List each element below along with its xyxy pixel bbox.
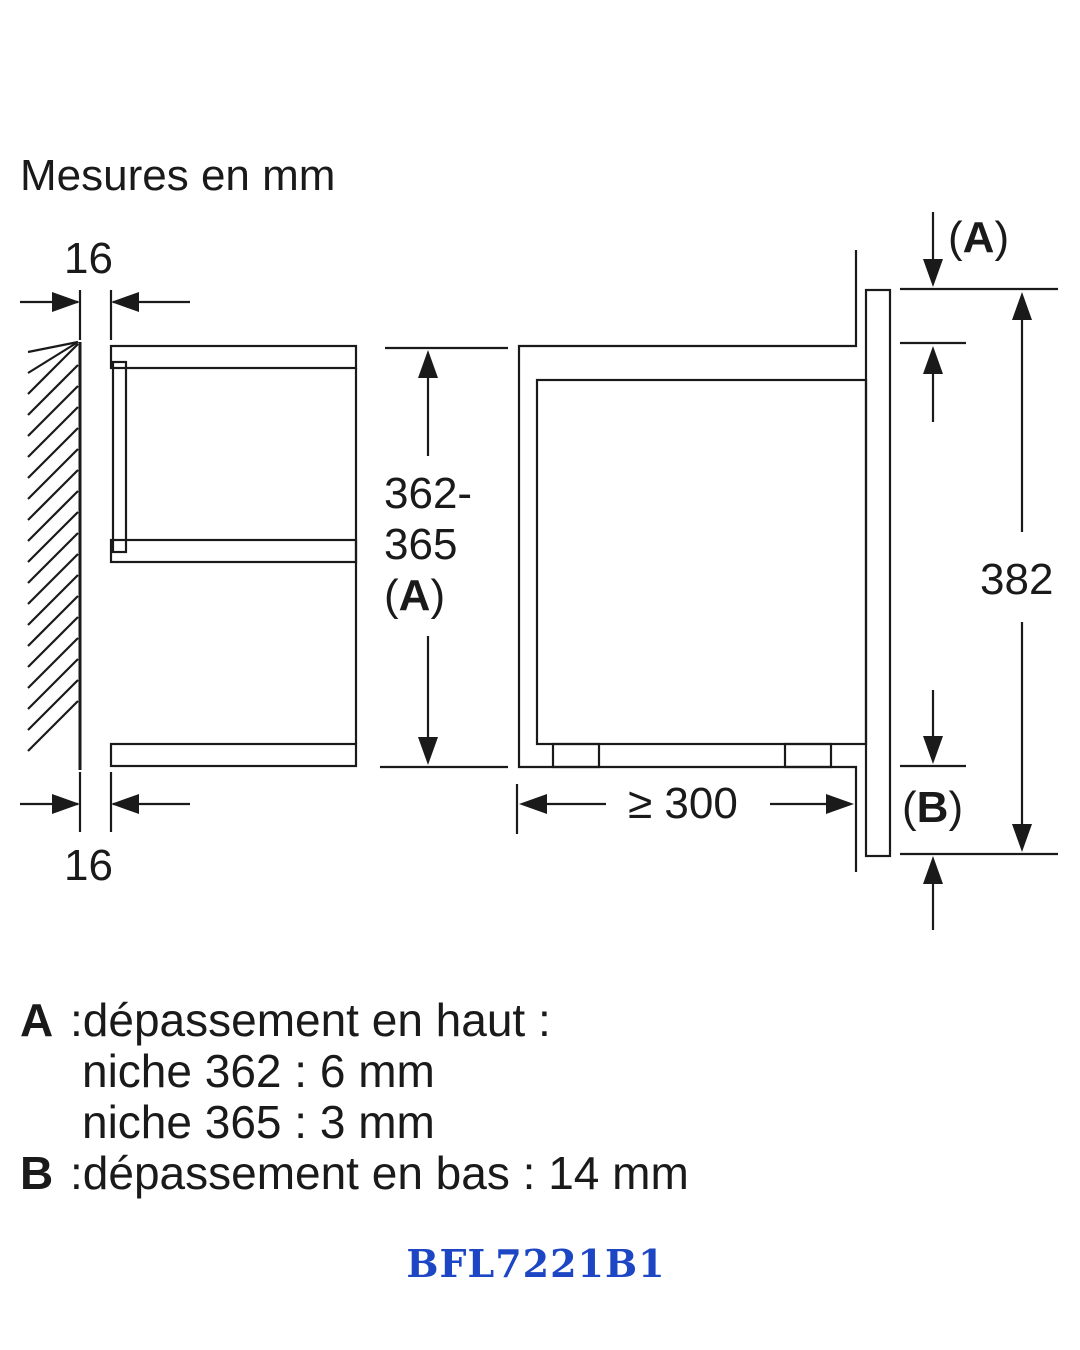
top-overhang-marker: (A) <box>948 213 1009 262</box>
appliance-frame-side <box>111 360 128 554</box>
appliance-front-panel <box>864 288 892 858</box>
arrow-right-icon <box>826 794 854 814</box>
arrow-down-icon <box>923 259 943 287</box>
niche-height-line1: 362- <box>384 469 472 518</box>
hatch-line <box>27 700 79 752</box>
model-number: BFL7221B1 <box>406 1241 665 1286</box>
legend-b-letter: B <box>20 1147 53 1199</box>
appliance-foot <box>551 742 601 769</box>
left-view: 16 16 362- 365 (A) <box>20 234 508 890</box>
arrow-left-icon <box>519 794 547 814</box>
hatch-line <box>27 385 79 437</box>
arrow-down-icon <box>923 736 943 764</box>
hatch-line <box>27 511 79 563</box>
legend-a-letter: A <box>20 994 53 1046</box>
arrow-up-icon <box>1012 292 1032 320</box>
depth-label: ≥ 300 <box>628 779 738 828</box>
cabinet-middle-shelf <box>109 538 358 564</box>
arrow-up-icon <box>923 856 943 884</box>
total-height-label: 382 <box>980 555 1053 604</box>
wall-hatching <box>27 340 79 752</box>
gap-bottom-label: 16 <box>64 841 113 890</box>
gap-top-label: 16 <box>64 234 113 283</box>
hatch-line <box>27 616 79 668</box>
hatch-line <box>27 595 79 647</box>
arrow-up-icon <box>923 346 943 374</box>
hatch-line <box>27 658 79 710</box>
appliance-housing <box>517 250 858 872</box>
diagram-title: Mesures en mm <box>20 151 335 200</box>
hatch-line <box>27 679 79 731</box>
hatch-line <box>27 341 79 374</box>
hatch-line <box>27 553 79 605</box>
hatch-line <box>27 343 79 395</box>
arrow-left-icon <box>111 292 139 312</box>
hatch-line <box>27 490 79 542</box>
niche-height-line2: 365 <box>384 520 457 569</box>
legend: A :dépassement en haut : niche 362 : 6 m… <box>20 994 689 1199</box>
hatch-line <box>27 469 79 521</box>
hatch-line <box>27 427 79 479</box>
hatch-line <box>27 448 79 500</box>
hatch-line <box>27 574 79 626</box>
appliance-foot <box>783 742 833 769</box>
hatch-line <box>27 532 79 584</box>
legend-a-line3: niche 365 : 3 mm <box>82 1096 435 1148</box>
cabinet-top-shelf <box>109 344 358 370</box>
legend-b-line1: :dépassement en bas : 14 mm <box>70 1147 689 1199</box>
bottom-overhang-marker: (B) <box>902 783 963 832</box>
hatch-line <box>27 340 79 354</box>
arrow-up-icon <box>418 350 438 378</box>
arrow-down-icon <box>418 737 438 765</box>
cabinet-bottom-shelf <box>109 742 358 768</box>
niche-height-marker: (A) <box>384 571 445 620</box>
hatch-line <box>27 406 79 458</box>
arrow-right-icon <box>52 292 80 312</box>
hatch-line <box>27 637 79 689</box>
legend-a-line2: niche 362 : 6 mm <box>82 1045 435 1097</box>
arrow-down-icon <box>1012 824 1032 852</box>
right-view: (A) (B) 382 ≥ 300 <box>515 212 1058 930</box>
arrow-left-icon <box>111 794 139 814</box>
hatch-line <box>27 364 79 416</box>
appliance-inner-box <box>535 378 868 746</box>
arrow-right-icon <box>52 794 80 814</box>
legend-a-line1: :dépassement en haut : <box>70 994 551 1046</box>
